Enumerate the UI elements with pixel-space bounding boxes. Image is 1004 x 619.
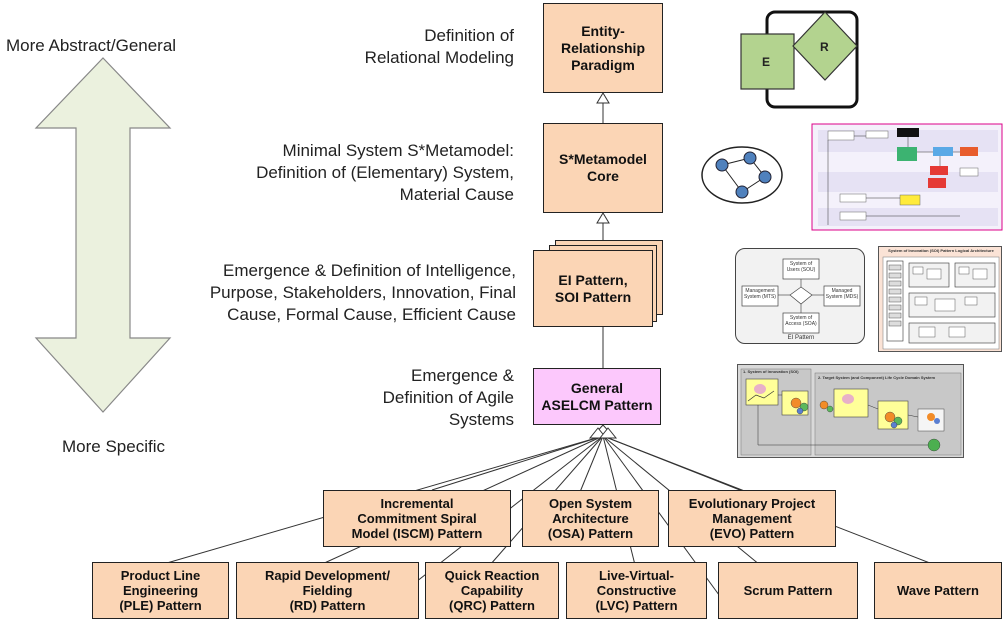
scrum-pattern-box: Scrum Pattern <box>718 562 858 619</box>
ei-soi-pattern-box: EI Pattern, SOI Pattern <box>533 250 653 327</box>
ei-management-label: Management System (MTS) <box>744 288 776 300</box>
evo-pattern-box: Evolutionary Project Management (EVO) Pa… <box>668 490 836 547</box>
soi-thumbnail-title: System of Innovation (SOI) Pattern Logic… <box>888 248 994 253</box>
ei-soi-pattern-label: EI Pattern, SOI Pattern <box>554 271 632 305</box>
osa-pattern-label: Open System Architecture (OSA) Pattern <box>547 496 634 541</box>
er-relationship-label: R <box>820 40 829 54</box>
smetamodel-core-box: S*Metamodel Core <box>543 123 663 213</box>
wave-pattern-box: Wave Pattern <box>874 562 1002 619</box>
aselcm-left-header: 1. System of Innovation (SOI) <box>743 369 799 374</box>
aselcm-thumbnail: 1. System of Innovation (SOI) 2. Target … <box>737 364 964 458</box>
qrc-pattern-box: Quick Reaction Capability (QRC) Pattern <box>425 562 559 619</box>
ei-pattern-thumbnail: System of Users (SOU) Management System … <box>735 248 865 344</box>
rd-pattern-label: Rapid Development/ Fielding (RD) Pattern <box>265 568 390 613</box>
soi-pattern-thumbnail: System of Innovation (SOI) Pattern Logic… <box>878 246 1002 352</box>
scrum-pattern-label: Scrum Pattern <box>743 583 833 598</box>
level-3-description: Emergence & Definition of Intelligence, … <box>209 261 516 324</box>
entity-relationship-paradigm-label: Entity- Relationship Paradigm <box>560 22 645 73</box>
ei-pattern-caption: EI Pattern <box>787 335 815 341</box>
lvc-pattern-label: Live-Virtual- Constructive (LVC) Pattern <box>595 568 678 613</box>
evo-pattern-label: Evolutionary Project Management (EVO) Pa… <box>688 496 816 541</box>
rd-pattern-box: Rapid Development/ Fielding (RD) Pattern <box>236 562 419 619</box>
iscm-pattern-box: Incremental Commitment Spiral Model (ISC… <box>323 490 511 547</box>
er-entity-label: E <box>762 55 771 69</box>
ei-users-label: System of Users (SOU) <box>786 261 816 273</box>
more-abstract-label: More Abstract/General <box>6 36 177 55</box>
lvc-pattern-box: Live-Virtual- Constructive (LVC) Pattern <box>566 562 707 619</box>
entity-relationship-paradigm-box: Entity- Relationship Paradigm <box>543 3 663 93</box>
ple-pattern-label: Product Line Engineering (PLE) Pattern <box>119 568 202 613</box>
general-aselcm-pattern-box: General ASELCM Pattern <box>533 368 661 425</box>
aselcm-right-header: 2. Target System (and Component) Life Cy… <box>818 375 936 380</box>
qrc-pattern-label: Quick Reaction Capability (QRC) Pattern <box>444 568 540 613</box>
wave-pattern-label: Wave Pattern <box>897 583 979 598</box>
smetamodel-core-label: S*Metamodel Core <box>559 151 647 184</box>
osa-pattern-box: Open System Architecture (OSA) Pattern <box>522 490 659 547</box>
iscm-pattern-label: Incremental Commitment Spiral Model (ISC… <box>351 496 483 541</box>
level-1-description: Definition of Relational Modeling <box>364 26 514 67</box>
ple-pattern-box: Product Line Engineering (PLE) Pattern <box>92 562 229 619</box>
more-specific-label: More Specific <box>62 437 165 456</box>
general-aselcm-pattern-label: General ASELCM Pattern <box>541 379 653 413</box>
ei-managed-label: Managed System (MDS) <box>825 288 859 300</box>
ei-access-label: System of Access (SOA) <box>785 315 817 327</box>
level-4-description: Emergence & Definition of Agile Systems <box>382 366 514 429</box>
level-2-description: Minimal System S*Metamodel: Definition o… <box>256 141 514 204</box>
